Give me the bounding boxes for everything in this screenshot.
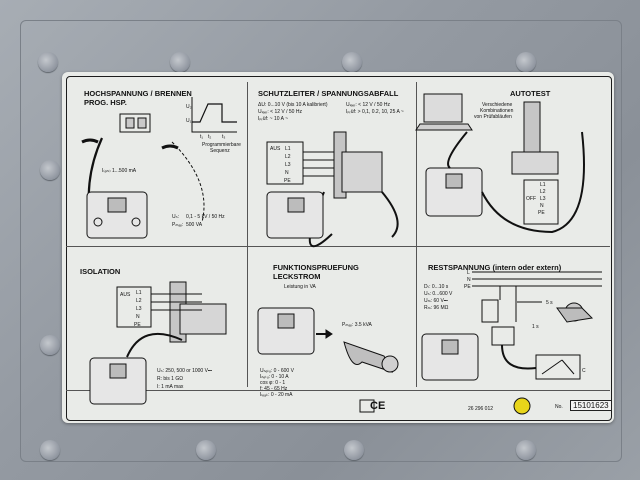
serial-number: 15101623 (570, 400, 612, 411)
pe-l3: Iₚᵣüf: ~ 10 A ~ (258, 116, 289, 122)
auto-term-n: N (540, 203, 544, 209)
func-v3: cos φ: 0 - 1 (260, 380, 286, 386)
pe-l1: ΔU: 0...10 V (bis 10 A kalibriert) (258, 102, 328, 108)
rivet (342, 52, 362, 72)
rivet (40, 440, 60, 460)
pe-aus: AUS (270, 146, 281, 152)
rivet (516, 440, 536, 460)
rest-l: L (467, 270, 470, 276)
pe-term-l2: L2 (285, 154, 291, 160)
hv-un-label: Uₙ: (172, 214, 179, 220)
hv-t2: t₂ (208, 134, 212, 140)
iso-title: ISOLATION (80, 267, 121, 276)
auto-desc1: Verschiedene (482, 102, 513, 108)
label-border (66, 76, 612, 421)
hv-t3: t₃ (222, 134, 226, 140)
rest-5s: 5 s (546, 300, 553, 306)
iso-term-pe: PE (134, 322, 141, 328)
func-pmax: Pₘₐₓ: 3.5 kVA (342, 322, 372, 328)
instruction-label: HOCHSPANNUNG / BRENNEN PROG. HSP. U₂ U₁ … (62, 72, 614, 423)
iso-term-l2: L2 (136, 298, 142, 304)
auto-desc3: von Prüfabläufen (474, 114, 512, 120)
row-divider (66, 246, 610, 247)
pe-term-n: N (285, 170, 289, 176)
pe-term-pe: PE (284, 178, 291, 184)
rivet (38, 52, 58, 72)
func-sub: Leistung in VA (284, 284, 316, 290)
hv-u2: U₂ (186, 104, 192, 110)
rivet (196, 440, 216, 460)
func-title1: FUNKTIONSPRUEFUNG (273, 263, 359, 272)
pe-l2: Uₗₑₑᵣ: < 12 V / 50 Hz (258, 109, 302, 115)
func-title2: LECKSTROM (273, 272, 321, 281)
auto-term-l3: L3 (540, 196, 546, 202)
hv-seq1: Programmierbare (202, 142, 241, 148)
rest-c: C (582, 368, 586, 374)
auto-term-l1: L1 (540, 182, 546, 188)
footer-code: 26 296 012 (468, 406, 494, 412)
column-divider (416, 82, 417, 387)
func-v5: Iₗₑₐₖ: 0 - 20 mA (260, 392, 293, 398)
pe-r1: Uₗₑₑᵣ: < 12 V / 50 Hz (346, 102, 390, 108)
rest-1s: 1 s (532, 324, 539, 330)
rest-pe: PE (464, 284, 471, 290)
iso-term-l1: L1 (136, 290, 142, 296)
iso-term-n: N (136, 314, 140, 320)
auto-term-pe: PE (538, 210, 545, 216)
rest-n: N (467, 277, 471, 283)
func-v2: Iₙₑₜᵤ: 0 - 10 A (260, 374, 289, 380)
rivet (516, 52, 536, 72)
rivet (344, 440, 364, 460)
hv-u1: U₁ (186, 118, 192, 124)
rest-r1: Dₜ: 0...10 s (424, 284, 449, 290)
column-divider (247, 82, 248, 387)
iso-r: R: bis 1 GΩ (157, 376, 183, 382)
footer-divider (66, 390, 610, 391)
rivet (170, 52, 190, 72)
hv-un: 0,1 - 5 kV / 50 Hz (186, 214, 225, 220)
iso-un: Uₙ: 250, 500 or 1000 V⎓ (157, 368, 212, 374)
hv-t1: t₁ (200, 134, 204, 140)
iso-aus: AUS (120, 292, 131, 298)
rivet (40, 335, 60, 355)
func-v4: f: 45 - 65 Hz (260, 386, 288, 392)
auto-desc2: Kombinationen (480, 108, 514, 114)
hv-seq2: Sequenz (210, 148, 230, 154)
rest-r3: Uₘ: 60 V⎓ (424, 298, 448, 304)
rest-r4: Rₘ: 96 MΩ (424, 305, 449, 311)
serial-no-label: No. (555, 404, 563, 410)
pe-term-l1: L1 (285, 146, 291, 152)
func-v1: Uₙₑₜᵤ: 0 - 600 V (260, 368, 294, 374)
iso-term-l3: L3 (136, 306, 142, 312)
pe-r2: Iₚᵣüf: > 0,1, 0.2, 10, 25 A ~ (346, 109, 404, 115)
rest-title: RESTSPANNUNG (intern oder extern) (428, 263, 562, 272)
rest-r2: Uₙ: 0...600 V (424, 291, 453, 297)
hv-ifault: I₍ₑₕₗ₎ 1...500 mA (102, 168, 137, 174)
hv-pmax-label: Pₘₐₓ: (172, 222, 184, 228)
wiring-diagrams (81, 93, 602, 415)
rivet (40, 160, 60, 180)
panel-frame (20, 20, 622, 462)
auto-title: AUTOTEST (510, 89, 551, 98)
auto-off: OFF (526, 196, 536, 202)
hv-subtitle: PROG. HSP. (84, 98, 127, 107)
auto-term-l2: L2 (540, 189, 546, 195)
hv-pmax: 500 VA (186, 222, 203, 228)
ce-mark: CE (370, 400, 386, 412)
pe-title: SCHUTZLEITER / SPANNUNGSABFALL (258, 89, 399, 98)
hv-title: HOCHSPANNUNG / BRENNEN (84, 89, 192, 98)
iso-i: I: 1 mA max (157, 384, 184, 390)
pe-term-l3: L3 (285, 162, 291, 168)
